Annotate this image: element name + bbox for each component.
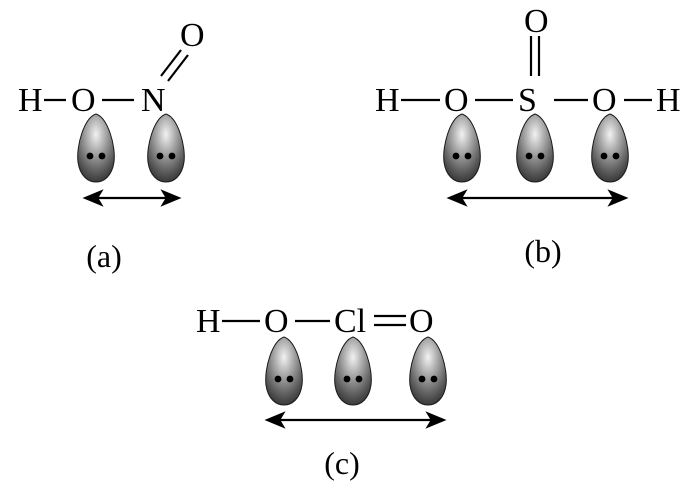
atom-o-right: O [592,82,617,119]
atom-o-top: O [524,3,549,40]
lone-pair-lobe [591,113,629,183]
atom-s: S [518,82,537,119]
atom-h-left: H [375,82,400,119]
lone-pair-lobe [516,113,554,183]
panel-b: H O S O O H (b) [375,3,681,269]
lone-pair-lobe [265,336,303,406]
atom-o: O [264,303,289,340]
atom-h-right: H [656,82,681,119]
atom-o: O [71,82,96,119]
panel-c: H O Cl O (c) [196,303,447,481]
atom-h: H [18,82,43,119]
lone-pair-lobe [334,336,372,406]
atom-o-top: O [180,17,205,54]
atom-cl: Cl [334,303,366,340]
panel-caption: (b) [524,233,561,269]
atom-n: N [141,82,166,119]
double-bond-n-o-1 [160,49,182,77]
lone-pair-lobe [443,113,481,183]
atom-o-left: O [444,82,469,119]
lone-pair-lobe [147,113,185,183]
lone-pair-lobe [409,336,447,406]
lone-pair-lobe [77,113,115,183]
panel-a: H O N O (a) [18,17,205,274]
panel-caption: (a) [86,238,122,274]
double-bond-n-o-2 [167,54,189,82]
atom-o-right: O [409,303,434,340]
atom-h: H [196,303,221,340]
panel-caption: (c) [324,445,360,481]
